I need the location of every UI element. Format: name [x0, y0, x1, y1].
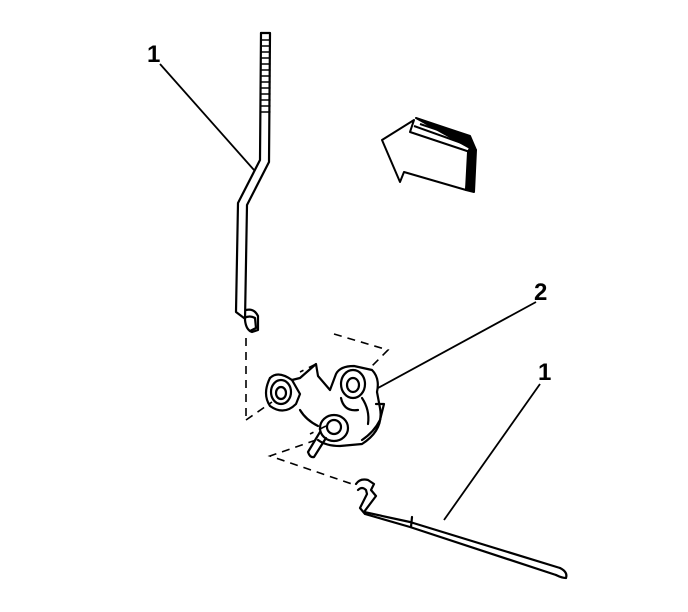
upper-rod: [234, 31, 272, 334]
bracket-assembly: [264, 362, 386, 459]
leader-bracket: [377, 301, 537, 389]
rod-threads: [260, 39, 271, 113]
leader-lines: [159, 63, 541, 521]
callout-upper-rod: 1: [147, 41, 160, 68]
callout-bracket: 2: [534, 279, 547, 306]
leader-upper-rod: [159, 63, 255, 171]
alignment-lines: [245, 333, 390, 485]
leader-lower-rod: [443, 383, 541, 521]
direction-arrow-icon: [381, 117, 477, 193]
lower-rod: [354, 478, 568, 580]
callout-lower-rod: 1: [538, 359, 551, 386]
